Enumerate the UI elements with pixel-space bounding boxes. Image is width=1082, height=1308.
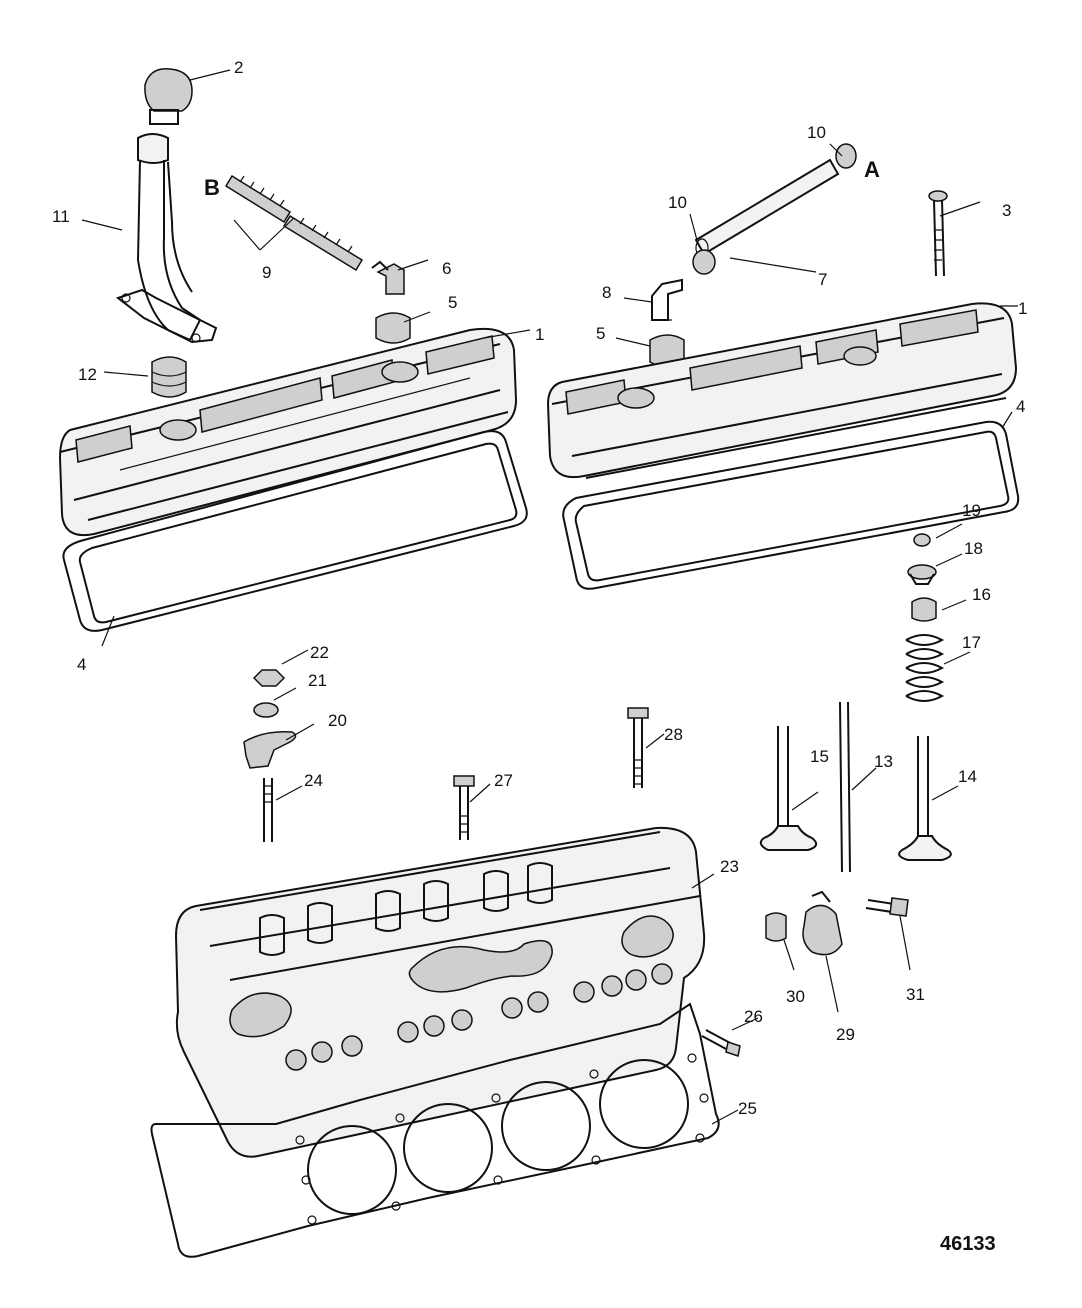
callout-26: 26: [744, 1007, 763, 1026]
callout-4-left: 4: [77, 655, 86, 674]
grommet-12: [151, 356, 187, 398]
callout-5-right: 5: [596, 324, 605, 343]
callout-4-right: 4: [1016, 397, 1025, 416]
callout-15: 15: [810, 747, 829, 766]
valve-spring-17: [905, 634, 945, 702]
callout-2: 2: [234, 58, 243, 77]
grommet-5-left: [375, 312, 411, 344]
bolt-26: [701, 1029, 741, 1057]
exhaust-valve-14: [898, 736, 952, 861]
rocker-arm-20: [243, 730, 297, 769]
figure-number: 46133: [940, 1233, 996, 1255]
letter-a: A: [864, 157, 880, 182]
rocker-stud-24: [263, 778, 273, 842]
callout-1-right: 1: [1018, 299, 1027, 318]
callout-1-left: 1: [535, 325, 544, 344]
intake-valve-15: [759, 726, 818, 851]
callout-18: 18: [964, 539, 983, 558]
callout-10-upper: 10: [807, 123, 826, 142]
head-bolt-27: [453, 775, 475, 840]
callout-30: 30: [786, 987, 805, 1006]
callout-3: 3: [1002, 201, 1011, 220]
callout-28: 28: [664, 725, 683, 744]
callout-25: 25: [738, 1099, 757, 1118]
callout-14: 14: [958, 767, 977, 786]
bolt-31: [865, 897, 909, 917]
head-gasket-25: [150, 1002, 720, 1258]
callout-5-left: 5: [448, 293, 457, 312]
callout-23: 23: [720, 857, 739, 876]
callout-27: 27: [494, 771, 513, 790]
callout-7: 7: [818, 270, 827, 289]
rocker-ball-21: [253, 702, 279, 718]
callout-24: 24: [304, 771, 323, 790]
cylinder-head-23: [174, 826, 706, 1158]
hose-clamp-10-lower: [692, 249, 716, 275]
head-bolt-28: [627, 707, 649, 788]
clip-29: [802, 890, 843, 956]
valve-lock-19: [913, 533, 931, 547]
oil-filler-cap: [144, 68, 193, 125]
valve-cover-right: [546, 302, 1018, 479]
callout-17: 17: [962, 633, 981, 652]
pushrod-13: [839, 701, 851, 873]
pcv-hoses: [224, 174, 364, 272]
callout-10-lower: 10: [668, 193, 687, 212]
spacer-30: [765, 912, 787, 942]
callout-29: 29: [836, 1025, 855, 1044]
callout-31: 31: [906, 985, 925, 1004]
pcv-fitting-6: [371, 260, 405, 295]
rocker-nut-22: [252, 669, 286, 687]
oil-filler-tube: [115, 133, 218, 344]
fitting-8: [651, 278, 683, 321]
callout-22: 22: [310, 643, 329, 662]
valve-cover-left: [58, 328, 518, 536]
retainer-18: [907, 564, 937, 585]
callout-16: 16: [972, 585, 991, 604]
vent-tube-7: [694, 158, 840, 258]
hose-clamp-10-upper: [835, 143, 857, 169]
callout-6: 6: [442, 259, 451, 278]
callout-19: 19: [962, 501, 981, 520]
letter-b: B: [204, 175, 220, 200]
callout-8: 8: [602, 283, 611, 302]
leader-lines: [81, 69, 1018, 1125]
callout-20: 20: [328, 711, 347, 730]
bolt-3: [928, 190, 948, 277]
callout-labels: 1 1 2 3 4 4 5 5 6 7 8 9 10 10 11 12 13 1…: [52, 58, 1027, 1255]
callout-12: 12: [78, 365, 97, 384]
callout-11: 11: [52, 207, 70, 226]
valve-cover-gasket-right: [562, 420, 1020, 590]
valve-cover-gasket-left: [62, 430, 528, 632]
callout-9: 9: [262, 263, 271, 282]
callout-13: 13: [874, 752, 893, 771]
oil-seal-16: [911, 597, 937, 622]
callout-21: 21: [308, 671, 327, 690]
